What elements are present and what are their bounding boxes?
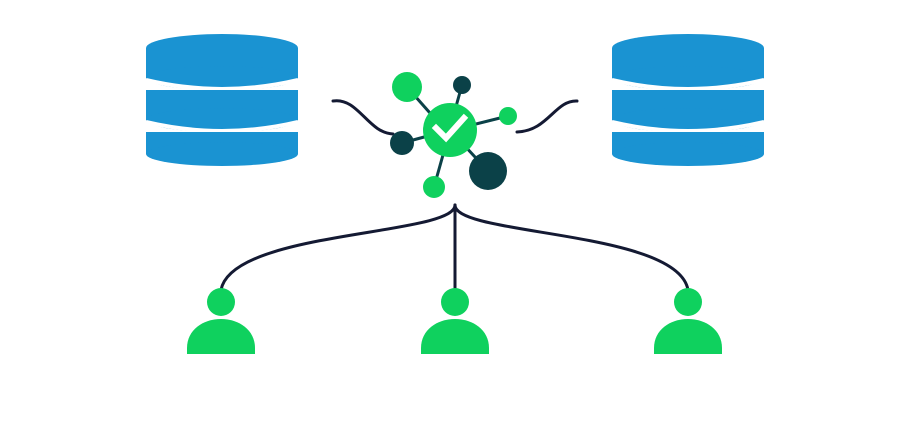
user-icon	[421, 288, 489, 354]
hub-node-right	[499, 107, 517, 125]
database-right	[611, 34, 765, 166]
user-center	[421, 288, 489, 354]
connectors	[219, 99, 690, 292]
edge-hub-to-user-right	[453, 203, 690, 292]
hub-node-left	[390, 131, 414, 155]
user-right	[654, 288, 722, 354]
edge-database-left-to-hub	[331, 99, 395, 136]
hub-node-bottom	[423, 176, 445, 198]
edge-hub-to-user-left	[219, 203, 457, 292]
user-icon	[187, 288, 255, 354]
user-left	[187, 288, 255, 354]
edge-hub-to-database-right	[515, 99, 579, 134]
integration-hub	[390, 72, 517, 198]
hub-node-top-left	[392, 72, 422, 102]
check-icon	[431, 113, 469, 143]
user-icon	[654, 288, 722, 354]
hub-node-top	[453, 76, 471, 94]
network-hub-check-icon	[390, 72, 517, 198]
database-icon	[611, 34, 765, 166]
database-icon	[145, 34, 299, 166]
database-left	[145, 34, 299, 166]
hub-node-bottom-right	[469, 152, 507, 190]
